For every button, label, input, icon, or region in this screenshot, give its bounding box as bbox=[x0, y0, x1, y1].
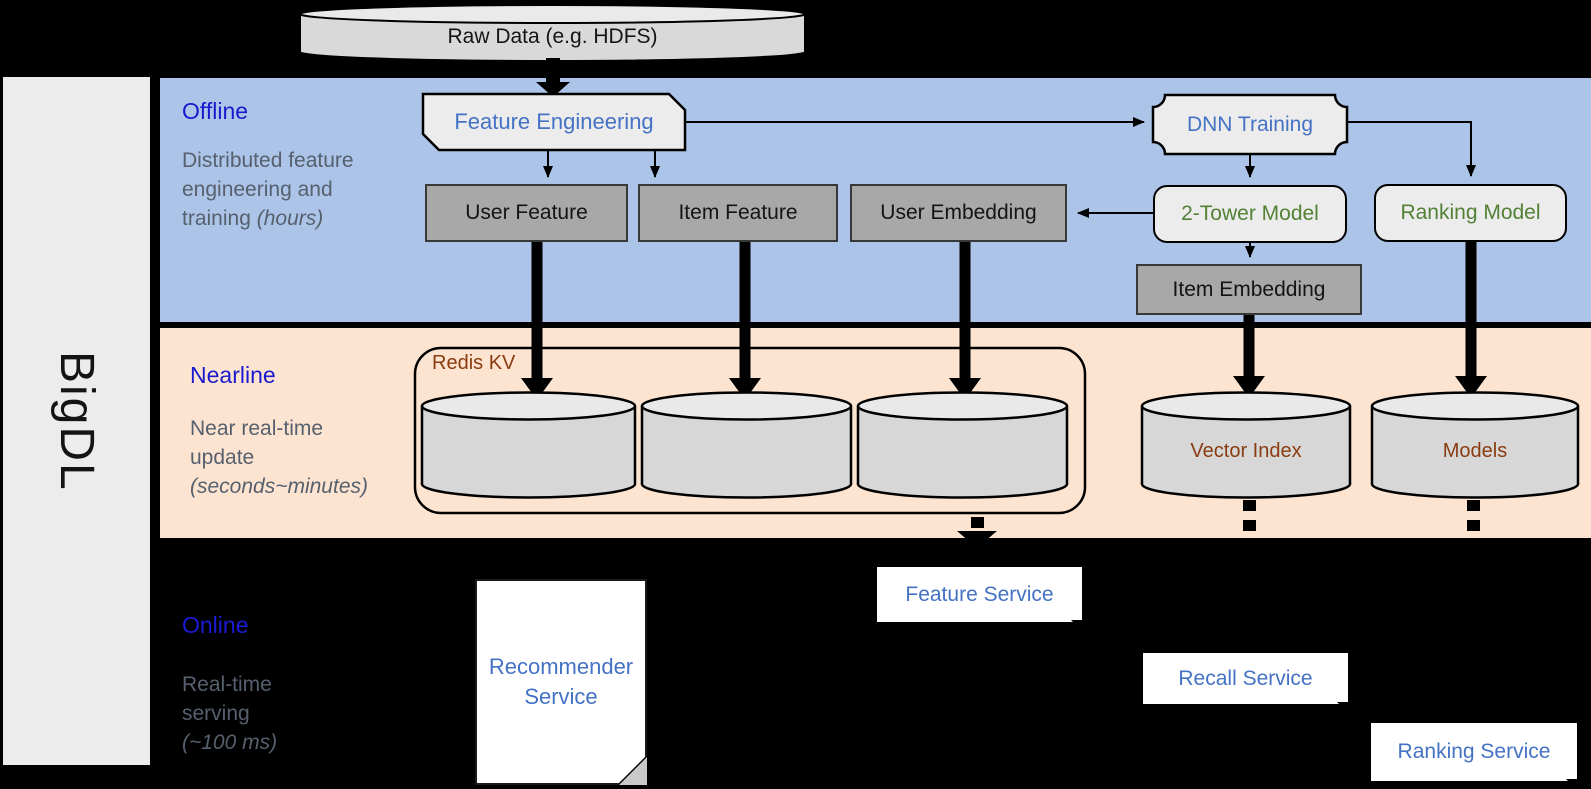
feature-engineering-label: Feature Engineering bbox=[454, 109, 654, 134]
online-desc-text: Real-time serving bbox=[182, 673, 272, 725]
feature-service-fold bbox=[1071, 620, 1082, 631]
recall-service-label: Recall Service bbox=[1178, 666, 1313, 690]
redis-kv-label: Redis KV bbox=[432, 352, 516, 374]
offline-desc-em: (hours) bbox=[256, 207, 324, 230]
offline-desc-text: Distributed feature engineering and trai… bbox=[182, 149, 354, 230]
ranking-service-label: Ranking Service bbox=[1397, 740, 1551, 763]
recommender-service-doc: Recommender Service bbox=[475, 579, 647, 785]
nearline-desc-text: Near real-time update bbox=[190, 417, 324, 469]
item-feature-label: Item Feature bbox=[678, 201, 798, 224]
two-tower-model-box: 2-Tower Model bbox=[1153, 185, 1347, 243]
online-section-desc: Real-time serving (~100 ms) bbox=[182, 670, 294, 757]
user-feature-label: User Feature bbox=[465, 201, 588, 224]
item-embedding-label: Item Embedding bbox=[1172, 277, 1326, 301]
user-feature-box: User Feature bbox=[425, 184, 628, 242]
recall-service-box: Recall Service bbox=[1143, 653, 1348, 713]
ranking-model-label: Ranking Model bbox=[1400, 201, 1541, 224]
offline-section-desc: Distributed feature engineering and trai… bbox=[182, 146, 354, 233]
recommender-service-label: Recommender Service bbox=[488, 654, 634, 709]
bigdl-sidebar: BigDL bbox=[3, 77, 150, 765]
recommender-doc-fold bbox=[619, 757, 647, 785]
two-tower-model-label: 2-Tower Model bbox=[1181, 202, 1319, 225]
dnn-training-label: DNN Training bbox=[1186, 112, 1314, 136]
feature-service-label: Feature Service bbox=[905, 582, 1054, 606]
nearline-section-desc: Near real-time update (seconds~minutes) bbox=[190, 414, 368, 501]
user-embedding-box: User Embedding bbox=[850, 184, 1067, 242]
raw-data-label: Raw Data (e.g. HDFS) bbox=[447, 25, 658, 48]
online-section-title: Online bbox=[182, 612, 249, 638]
feature-service-box: Feature Service bbox=[877, 567, 1082, 631]
vector-index-label: Vector Index bbox=[1190, 439, 1302, 462]
nearline-band bbox=[160, 328, 1591, 538]
online-desc-em: (~100 ms) bbox=[182, 731, 278, 754]
nearline-section-title: Nearline bbox=[190, 362, 276, 388]
ranking-service-box: Ranking Service bbox=[1371, 723, 1577, 789]
user-embedding-label: User Embedding bbox=[880, 201, 1037, 224]
ranking-model-box: Ranking Model bbox=[1374, 184, 1567, 242]
item-embedding-box: Item Embedding bbox=[1136, 264, 1362, 315]
item-feature-box: Item Feature bbox=[638, 184, 838, 242]
offline-section-title: Offline bbox=[182, 98, 249, 124]
nearline-desc-em: (seconds~minutes) bbox=[190, 475, 368, 498]
recall-service-fold bbox=[1337, 702, 1348, 713]
bigdl-logo-text: BigDL bbox=[50, 350, 103, 492]
models-label: Models bbox=[1442, 439, 1508, 462]
ranking-service-fold bbox=[1566, 779, 1577, 789]
